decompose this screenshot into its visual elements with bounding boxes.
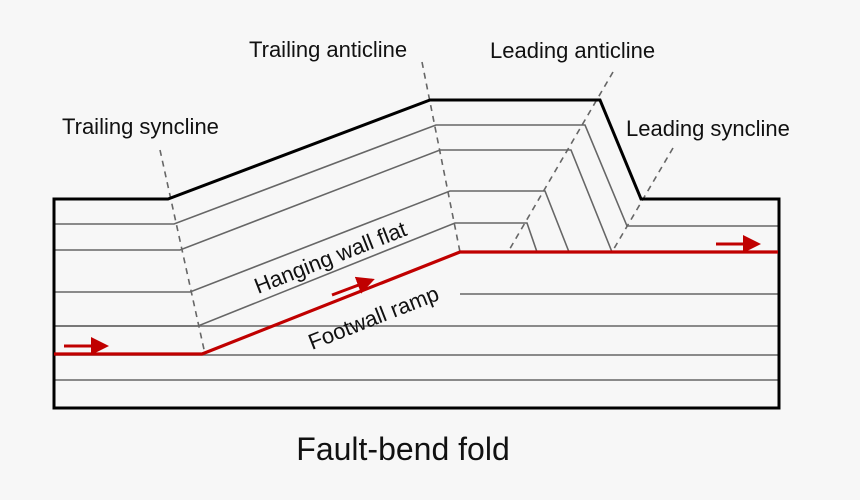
trailing-anticline-label: Trailing anticline (249, 37, 407, 62)
trailing-syncline-axial-trace (159, 149, 206, 355)
fault-line (54, 250, 778, 356)
hanging-bed-line (54, 190, 570, 293)
hanging-wall-flat-label: Hanging wall flat (251, 216, 410, 298)
trailing-syncline-label: Trailing syncline (62, 114, 219, 139)
hanging-bed-line (54, 124, 778, 227)
slip-arrows (64, 235, 761, 355)
diagram-caption: Fault-bend fold (296, 431, 509, 467)
section-outline (52, 98, 781, 410)
leading-anticline-axial-trace (507, 71, 614, 253)
leading-syncline-label: Leading syncline (626, 116, 790, 141)
hanging-bed-line (54, 222, 538, 327)
footwall-ramp-label: Footwall ramp (305, 281, 443, 355)
slip-arrow-ramp (331, 276, 375, 297)
leading-anticline-label: Leading anticline (490, 38, 655, 63)
